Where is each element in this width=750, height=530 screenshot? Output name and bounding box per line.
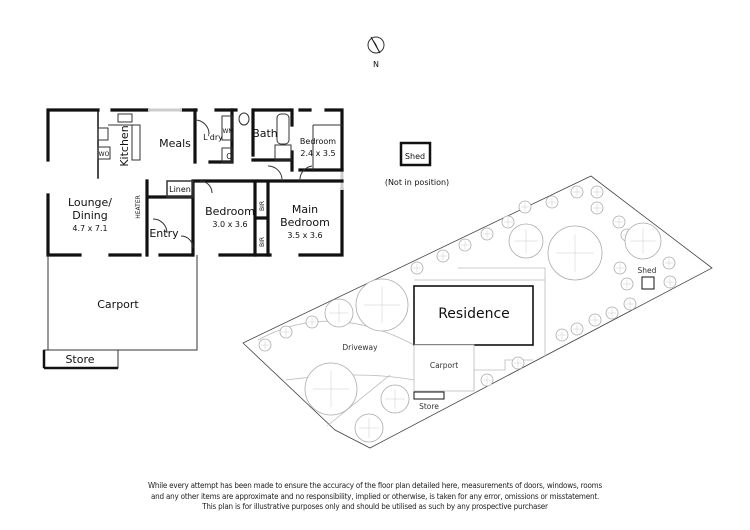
tree-branches — [385, 389, 405, 409]
tree-branches — [514, 229, 538, 253]
tree-branches — [503, 217, 513, 227]
wo-label: WO — [99, 151, 110, 158]
tree-branches — [590, 315, 600, 325]
tree-branches — [520, 202, 530, 212]
linen-label: Linen — [169, 185, 191, 194]
tree-group — [258, 185, 677, 443]
tree-branches — [556, 234, 594, 272]
main-bedroom-label-1: Main — [292, 203, 318, 216]
tree-branches — [307, 317, 317, 327]
tree-branches — [572, 324, 582, 334]
tree-branches — [572, 187, 582, 197]
tree-branches — [460, 240, 470, 250]
compass-label: N — [373, 60, 379, 69]
shed-label: Shed — [405, 152, 425, 161]
bedroom3-label: Bedroom — [205, 205, 255, 218]
lounge-size: 4.7 x 7.1 — [72, 224, 107, 233]
driveway-label: Driveway — [342, 343, 378, 352]
bath-label: Bath — [252, 127, 278, 140]
lounge-label-1: Lounge/ — [68, 196, 112, 209]
tree-branches — [592, 203, 602, 213]
tree-branches — [312, 370, 350, 408]
tree-branches — [622, 279, 632, 289]
tree-branches — [281, 327, 291, 337]
site-boundary — [242, 175, 713, 449]
tree-branches — [607, 308, 617, 318]
tree-branches — [438, 251, 448, 261]
disclaimer-line: and any other items are approximate and … — [150, 491, 600, 501]
lounge-label-2: Dining — [72, 209, 108, 222]
tree-branches — [359, 418, 379, 438]
residence-label: Residence — [438, 306, 510, 322]
tree-branches — [412, 263, 422, 273]
main-bedroom-label-2: Bedroom — [280, 216, 330, 229]
kitchen-label: Kitchen — [118, 125, 131, 166]
meals-label: Meals — [159, 137, 191, 150]
store-label: Store — [65, 353, 94, 366]
heater-label: HEATER — [135, 195, 142, 219]
tree-branches — [557, 330, 567, 340]
shed-floor-plan: Shed (Not in position) — [385, 141, 449, 187]
tree-branches — [614, 217, 624, 227]
bir-label-2: BIR — [259, 237, 266, 247]
bir-label-1: BIR — [259, 201, 266, 211]
tree-branches — [664, 258, 674, 268]
main-bedroom-size: 3.5 x 3.6 — [287, 231, 322, 240]
tree-branches — [630, 228, 656, 254]
north-arrow-icon: N — [367, 36, 385, 69]
tree-branches — [513, 358, 523, 368]
tree-branches — [592, 187, 602, 197]
site-plan: Residence Carport Store Driveway Shed — [242, 175, 713, 449]
tree-branches — [547, 197, 557, 207]
tree-branches — [482, 375, 492, 385]
tree-branches — [260, 340, 270, 350]
entry-label: Entry — [149, 227, 179, 240]
shed-note: (Not in position) — [385, 178, 449, 187]
disclaimer-line: This plan is for illustrative purposes o… — [202, 502, 548, 511]
site-shed-label: Shed — [638, 266, 657, 275]
tree-branches — [665, 277, 675, 287]
bedroom2-label: Bedroom — [300, 137, 336, 146]
bedroom2-size: 2.4 x 3.5 — [300, 149, 335, 158]
tree-branches — [329, 303, 349, 323]
laundry-label: L'dry — [203, 133, 223, 142]
disclaimer: While every attempt has been made to ens… — [100, 481, 650, 513]
disclaimer-line: While every attempt has been made to ens… — [147, 481, 603, 490]
bedroom3-size: 3.0 x 3.6 — [212, 220, 247, 229]
house-floor-plan: WO — [42, 108, 344, 370]
carport-label: Carport — [97, 298, 139, 311]
tree-branches — [625, 299, 635, 309]
wm-label: WM — [222, 128, 233, 135]
tree-branches — [363, 286, 401, 324]
tree-branches — [615, 263, 625, 273]
tree-branches — [482, 229, 492, 239]
site-carport-label: Carport — [430, 361, 458, 370]
cupboard-label: C — [226, 152, 232, 161]
site-store-label: Store — [419, 402, 439, 411]
